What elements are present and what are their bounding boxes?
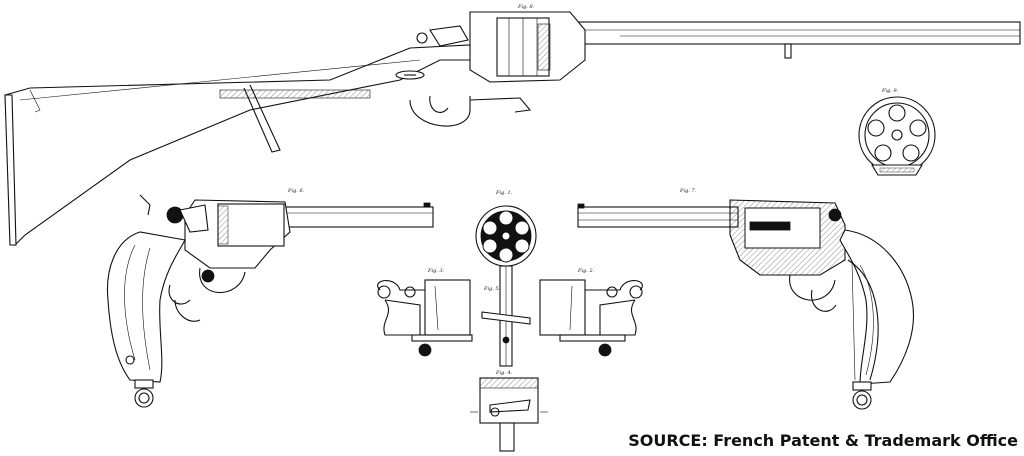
revolver-left-figure: Fig. 6.	[106, 188, 434, 408]
figure-label: Fig. 2.	[577, 268, 595, 274]
revolver-right-barrel	[577, 206, 739, 228]
figure-label: Fig. 6.	[287, 188, 305, 194]
revolver-right-figure: Fig. 7.	[577, 188, 915, 410]
source-caption: SOURCE: French Patent & Trademark Office	[628, 431, 1018, 450]
cylinder-end-figure: Fig. 9.	[858, 88, 936, 176]
cylinder-front-figure: Fig. 1.	[475, 190, 537, 267]
figure-label: Fig. 5.	[483, 286, 501, 292]
detail-bottom-figure: Fig. 4.	[470, 370, 548, 452]
rifle-figure: Fig. 8.	[4, 4, 1021, 247]
detail-left-figure: Fig. 3.	[377, 268, 473, 357]
detail-center-figure: Fig. 5.	[481, 265, 531, 367]
detail-right-figure: Fig. 2.	[539, 268, 643, 357]
figure-label: Fig. 3.	[427, 268, 445, 274]
revolver-left-grip	[106, 231, 186, 383]
figure-label: Fig. 4.	[495, 370, 513, 376]
figure-label: Fig. 8.	[517, 4, 535, 10]
figure-label: Fig. 7.	[679, 188, 697, 194]
figure-label: Fig. 9.	[881, 88, 899, 94]
figure-label: Fig. 1.	[495, 190, 513, 196]
rifle-barrel	[559, 21, 1021, 45]
revolver-left-barrel	[284, 206, 434, 228]
